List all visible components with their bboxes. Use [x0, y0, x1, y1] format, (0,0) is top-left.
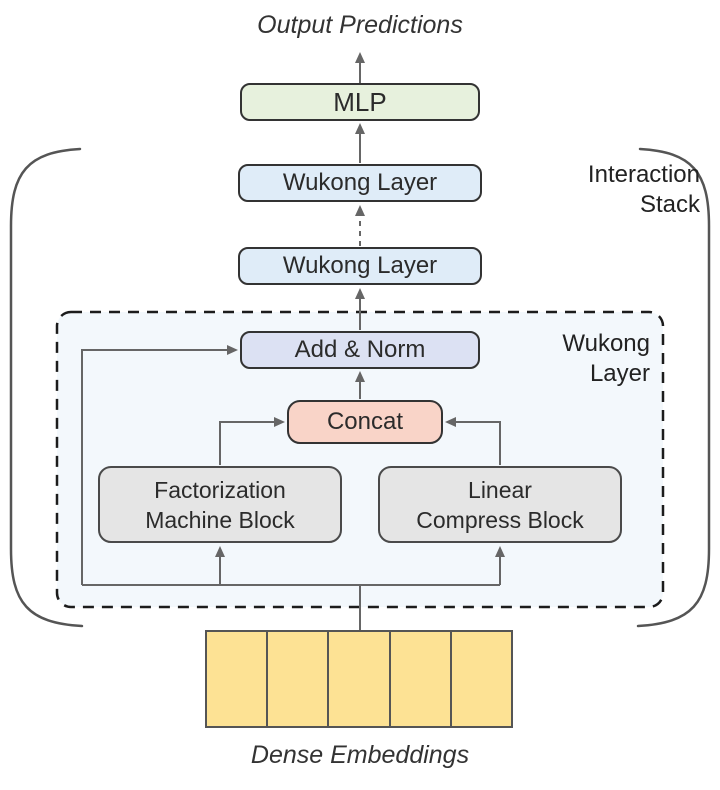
left-bracket — [9, 147, 84, 628]
wukong-layer-label-line1: Wukong — [562, 330, 650, 357]
arrow-skip-to-addnorm — [81, 345, 238, 585]
embedding-cell — [268, 632, 330, 726]
output-predictions-caption: Output Predictions — [257, 11, 463, 39]
arrow-lc-to-concat — [445, 417, 501, 465]
linear-compress-block-node: Linear Compress Block — [378, 466, 622, 543]
embedding-cell — [329, 632, 391, 726]
fm-label-line2: Machine Block — [145, 506, 295, 533]
dense-embeddings-caption: Dense Embeddings — [250, 741, 470, 769]
embedding-cell — [451, 632, 512, 726]
wukong-layer-node-bottom: Wukong Layer — [238, 247, 482, 285]
interaction-stack-label-line2: Stack — [639, 191, 700, 218]
wukong-layer-label-line2: Layer — [589, 360, 650, 387]
embedding-cell — [390, 632, 452, 726]
mlp-node: MLP — [240, 83, 480, 121]
right-bracket — [636, 147, 711, 628]
add-norm-node: Add & Norm — [240, 331, 480, 369]
wukong-layer-node-top: Wukong Layer — [238, 164, 482, 202]
interaction-stack-label-line1: Interaction — [587, 161, 700, 188]
factorization-machine-block-node: Factorization Machine Block — [98, 466, 342, 543]
lc-label-line2: Compress Block — [416, 506, 584, 533]
interaction-stack-label: Interaction Stack — [520, 160, 700, 220]
wukong-layer-label: Wukong Layer — [490, 329, 650, 389]
embedding-cell — [207, 632, 269, 726]
dense-embeddings — [205, 630, 513, 728]
concat-node: Concat — [287, 400, 443, 444]
arrow-fm-to-concat — [219, 417, 285, 465]
lc-label-line1: Linear — [468, 476, 532, 503]
fm-label-line1: Factorization — [154, 476, 286, 503]
